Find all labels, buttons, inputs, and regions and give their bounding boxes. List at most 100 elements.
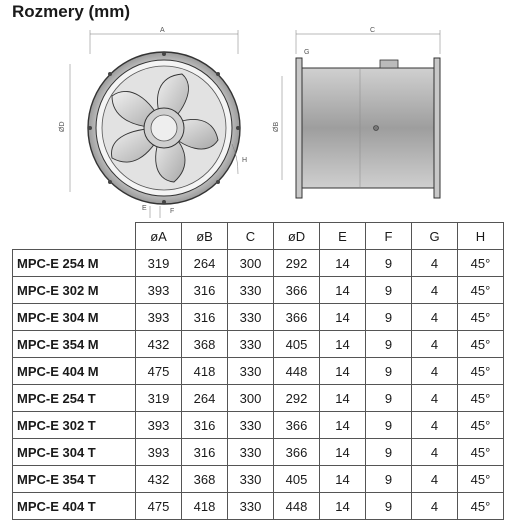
table-cell: 330 xyxy=(227,276,274,304)
table-cell: 366 xyxy=(273,411,320,439)
table-cell: 330 xyxy=(227,411,274,439)
table-cell: 264 xyxy=(181,384,228,412)
table-cell: 448 xyxy=(273,492,320,520)
table-cell: 4 xyxy=(411,438,458,466)
table-cell: 316 xyxy=(181,303,228,331)
terminal-box xyxy=(379,59,399,69)
table-cell: 9 xyxy=(365,330,412,358)
table-cell: 4 xyxy=(411,249,458,277)
table-cell: 330 xyxy=(227,492,274,520)
table-cell: 393 xyxy=(135,303,182,331)
table-cell: 4 xyxy=(411,357,458,385)
dimensions-table: øA øB C øD E F G H MPC-E 254 M 319 264 3… xyxy=(12,222,504,520)
table-cell: 4 xyxy=(411,492,458,520)
table-cell: 14 xyxy=(319,492,366,520)
table-cell: 393 xyxy=(135,276,182,304)
header-cell-b: øB xyxy=(181,222,228,250)
table-cell: 405 xyxy=(273,330,320,358)
table-cell: 9 xyxy=(365,492,412,520)
model-cell: MPC-E 304 T xyxy=(12,438,136,466)
table-cell: 448 xyxy=(273,357,320,385)
dim-label-c: C xyxy=(370,27,375,34)
model-cell: MPC-E 404 T xyxy=(12,492,136,520)
header-cell-h: H xyxy=(457,222,504,250)
table-cell: 393 xyxy=(135,411,182,439)
table-cell: 14 xyxy=(319,303,366,331)
table-cell: 9 xyxy=(365,438,412,466)
header-cell-c: C xyxy=(227,222,274,250)
fan-casing xyxy=(301,67,435,189)
dim-label-b: ØB xyxy=(273,122,280,132)
table-cell: 330 xyxy=(227,438,274,466)
header-cell-a: øA xyxy=(135,222,182,250)
table-cell: 418 xyxy=(181,492,228,520)
model-cell: MPC-E 302 T xyxy=(12,411,136,439)
table-cell: 368 xyxy=(181,330,228,358)
table-cell: 368 xyxy=(181,465,228,493)
header-cell-f: F xyxy=(365,222,412,250)
table-cell: 9 xyxy=(365,276,412,304)
header-cell-g: G xyxy=(411,222,458,250)
table-cell: 393 xyxy=(135,438,182,466)
table-cell: 9 xyxy=(365,357,412,385)
table-cell: 475 xyxy=(135,492,182,520)
table-row: MPC-E 354 T 432 368 330 405 14 9 4 45° xyxy=(12,465,504,493)
table-cell: 45° xyxy=(457,249,504,277)
dim-label-h: H xyxy=(242,157,247,164)
table-cell: 45° xyxy=(457,411,504,439)
table-cell: 4 xyxy=(411,465,458,493)
table-cell: 45° xyxy=(457,465,504,493)
table-cell: 418 xyxy=(181,357,228,385)
table-cell: 432 xyxy=(135,465,182,493)
table-cell: 45° xyxy=(457,492,504,520)
table-cell: 14 xyxy=(319,465,366,493)
table-cell: 300 xyxy=(227,249,274,277)
model-cell: MPC-E 254 M xyxy=(12,249,136,277)
table-row: MPC-E 302 M 393 316 330 366 14 9 4 45° xyxy=(12,276,504,304)
table-cell: 319 xyxy=(135,384,182,412)
table-cell: 14 xyxy=(319,276,366,304)
table-cell: 330 xyxy=(227,357,274,385)
dim-label-a: A xyxy=(160,27,165,34)
table-cell: 316 xyxy=(181,276,228,304)
dim-label-e: E xyxy=(142,205,147,212)
dim-label-f: F xyxy=(170,208,174,215)
table-cell: 9 xyxy=(365,465,412,493)
table-cell: 4 xyxy=(411,384,458,412)
table-row: MPC-E 354 M 432 368 330 405 14 9 4 45° xyxy=(12,330,504,358)
header-cell-e: E xyxy=(319,222,366,250)
table-cell: 14 xyxy=(319,438,366,466)
table-row: MPC-E 304 M 393 316 330 366 14 9 4 45° xyxy=(12,303,504,331)
header-cell-blank xyxy=(12,222,136,250)
left-flange xyxy=(295,57,303,199)
table-cell: 300 xyxy=(227,384,274,412)
model-cell: MPC-E 354 M xyxy=(12,330,136,358)
table-cell: 9 xyxy=(365,303,412,331)
table-cell: 9 xyxy=(365,411,412,439)
front-view: A ØD xyxy=(59,27,247,218)
table-cell: 9 xyxy=(365,249,412,277)
header-cell-d: øD xyxy=(273,222,320,250)
side-view: C G ØB xyxy=(273,27,441,199)
table-cell: 45° xyxy=(457,276,504,304)
table-row: MPC-E 302 T 393 316 330 366 14 9 4 45° xyxy=(12,411,504,439)
table-cell: 45° xyxy=(457,303,504,331)
table-row: MPC-E 304 T 393 316 330 366 14 9 4 45° xyxy=(12,438,504,466)
table-cell: 366 xyxy=(273,276,320,304)
table-cell: 45° xyxy=(457,330,504,358)
table-cell: 316 xyxy=(181,438,228,466)
right-flange xyxy=(433,57,441,199)
table-cell: 319 xyxy=(135,249,182,277)
table-cell: 45° xyxy=(457,438,504,466)
table-cell: 4 xyxy=(411,411,458,439)
table-cell: 14 xyxy=(319,384,366,412)
table-cell: 330 xyxy=(227,330,274,358)
table-cell: 405 xyxy=(273,465,320,493)
table-cell: 45° xyxy=(457,384,504,412)
table-cell: 316 xyxy=(181,411,228,439)
table-row: MPC-E 404 T 475 418 330 448 14 9 4 45° xyxy=(12,492,504,520)
table-cell: 292 xyxy=(273,249,320,277)
mount-holes xyxy=(88,52,240,204)
table-cell: 330 xyxy=(227,303,274,331)
table-cell: 264 xyxy=(181,249,228,277)
